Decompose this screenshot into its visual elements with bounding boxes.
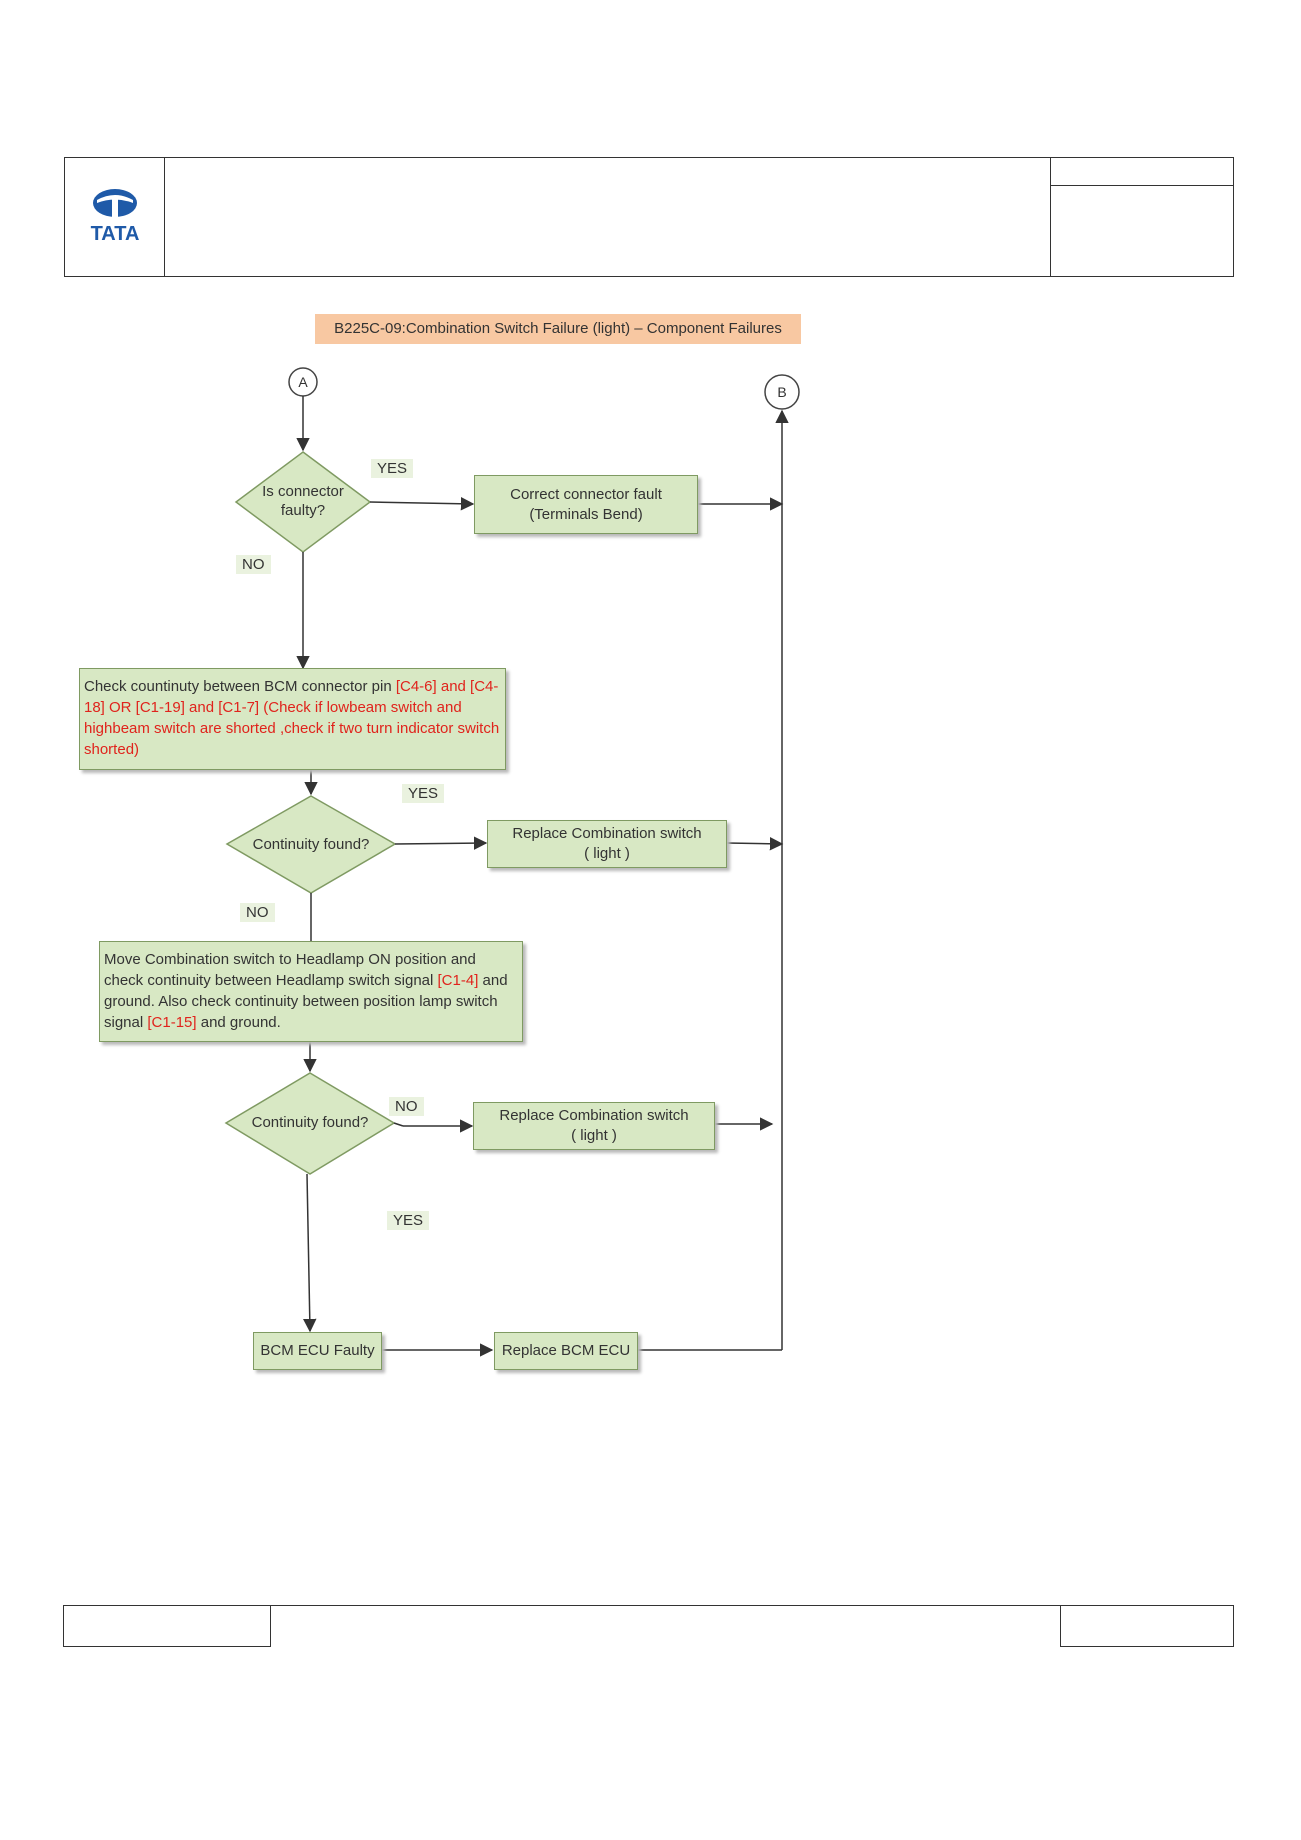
decision1-no-label: NO — [236, 555, 271, 574]
footer-left-cell — [63, 1605, 271, 1647]
connector-b-label: B — [777, 384, 786, 400]
decision2-text: Continuity found? — [252, 836, 370, 853]
logo-text: TATA — [91, 223, 140, 245]
action1-line1: Correct connector fault — [510, 485, 662, 503]
check2-red-1: [C1-4] — [437, 972, 479, 989]
decision1-line1: Is connector — [262, 483, 344, 500]
action-replace-combination-switch-2: Replace Combination switch ( light ) — [473, 1102, 715, 1150]
action-correct-connector: Correct connector fault (Terminals Bend) — [474, 475, 698, 534]
action3-line1: Replace Combination switch — [499, 1107, 689, 1124]
check-continuity-bcm-box: Check countinuty between BCM connector p… — [79, 668, 506, 770]
action1-line2: (Terminals Bend) — [529, 505, 643, 523]
check1-red-text: [C4-6] and [C4-18] OR [C1-19] and [C1-7]… — [84, 678, 500, 758]
decision3-text: Continuity found? — [251, 1114, 369, 1131]
result-bcm-ecu-faulty: BCM ECU Faulty — [253, 1332, 382, 1370]
header-info-top — [1051, 158, 1233, 186]
decision3-no-label: NO — [389, 1097, 424, 1116]
check2-text-3: and ground. — [196, 1014, 281, 1031]
logo-cell: TATA — [65, 158, 165, 276]
check2-red-2: [C1-15] — [147, 1014, 197, 1031]
decision1-yes-label: YES — [371, 459, 414, 478]
header-info-cell — [1050, 158, 1233, 276]
footer-right-cell — [1060, 1605, 1234, 1647]
action-replace-bcm-ecu: Replace BCM ECU — [494, 1332, 638, 1370]
connector-b — [764, 374, 800, 410]
footer-divider — [270, 1605, 1062, 1606]
action3-line2: ( light ) — [571, 1127, 617, 1144]
action-replace-combination-switch-1: Replace Combination switch ( light ) — [487, 820, 727, 868]
connector-a-label: A — [298, 374, 308, 390]
check2-text-2: and ground. Also check continuity betwee… — [104, 972, 508, 1031]
decision2-no-label: NO — [240, 903, 275, 922]
action2-line2: ( light ) — [584, 845, 630, 862]
tata-logo-icon: TATA — [91, 189, 140, 245]
decision3-yes-label: YES — [387, 1211, 430, 1230]
page-header: TATA — [64, 157, 1234, 277]
action2-line1: Replace Combination switch — [512, 825, 702, 842]
decision1-text: Is connector faulty? — [246, 482, 360, 520]
check1-text: Check countinuty between BCM connector p… — [84, 678, 396, 695]
flowchart-title: B225C-09:Combination Switch Failure (lig… — [315, 314, 801, 344]
decision2-yes-label: YES — [402, 784, 445, 803]
check-headlamp-continuity-box: Move Combination switch to Headlamp ON p… — [99, 941, 523, 1042]
check2-text-1: Move Combination switch to Headlamp ON p… — [104, 951, 476, 989]
decision-continuity-2 — [224, 1072, 396, 1175]
decision1-line2: faulty? — [280, 502, 326, 519]
